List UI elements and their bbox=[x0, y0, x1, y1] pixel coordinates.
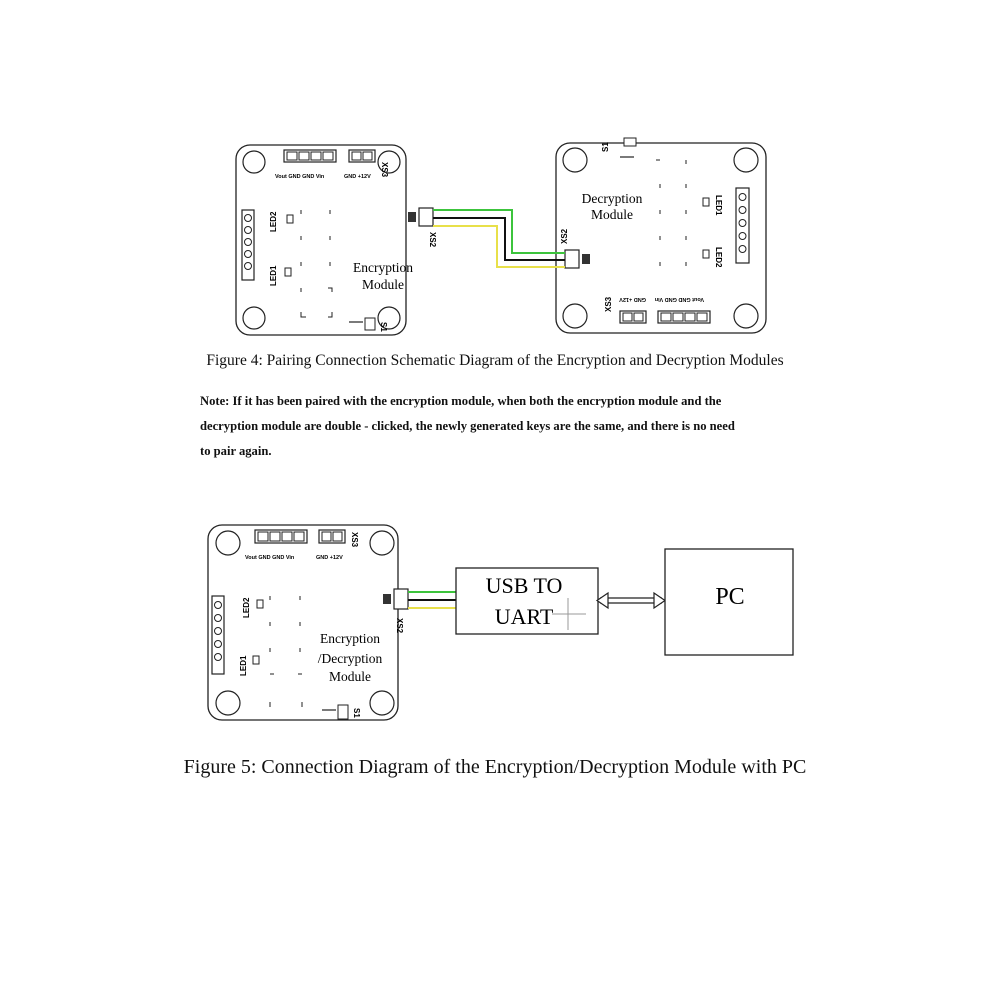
decryption-module-board: S1 Decryption Module LED1 LED2 bbox=[555, 137, 767, 334]
figure4-diagram: XS3 Vout GND GND Vin GND +12V LED2 LED1 bbox=[235, 137, 767, 336]
pairing-wires bbox=[433, 209, 565, 268]
module-name-line1: Encryption bbox=[353, 260, 413, 275]
led2-label: LED2 bbox=[714, 247, 723, 268]
led1-label: LED1 bbox=[239, 655, 248, 676]
double-arrow bbox=[595, 591, 667, 610]
mount-hole bbox=[215, 690, 241, 716]
pin-labels: Vout GND GND Vin bbox=[245, 555, 295, 561]
figure5-caption: Figure 5: Connection Diagram of the Encr… bbox=[183, 756, 807, 778]
mount-hole bbox=[369, 690, 395, 716]
mount-hole bbox=[733, 303, 759, 329]
mount-hole bbox=[377, 150, 401, 174]
pc-label: PC bbox=[715, 584, 744, 610]
chip-outline-marks bbox=[656, 159, 687, 266]
module-name-line1: Encryption bbox=[320, 631, 380, 646]
led1-pad bbox=[284, 267, 292, 277]
pin-labels-right: GND +12V bbox=[316, 555, 343, 561]
led1-pad bbox=[252, 655, 260, 665]
port-label: XS2 bbox=[560, 228, 569, 244]
mount-hole bbox=[377, 306, 401, 330]
module-name-line1: Decryption bbox=[582, 191, 643, 206]
header-label: XS3 bbox=[380, 162, 389, 178]
xs2-port bbox=[408, 207, 434, 227]
header-label: XS3 bbox=[350, 532, 359, 548]
led1-label: LED1 bbox=[269, 265, 278, 286]
led1-pad bbox=[702, 197, 710, 207]
led2-label: LED2 bbox=[269, 211, 278, 232]
pc-box: PC bbox=[664, 548, 794, 656]
figure4-caption: Figure 4: Pairing Connection Schematic D… bbox=[206, 352, 784, 369]
mount-hole bbox=[242, 306, 266, 330]
module-name-line2: Module bbox=[591, 207, 633, 222]
module-board: XS3 Vout GND GND Vin GND +12V LED2 LED1 bbox=[207, 524, 409, 721]
mount-hole bbox=[242, 150, 266, 174]
pin-labels-right: GND +12V bbox=[344, 174, 371, 180]
led2-pad bbox=[702, 249, 710, 259]
mount-hole bbox=[562, 303, 588, 329]
switch-label: S1 bbox=[379, 322, 388, 332]
side-connector bbox=[735, 187, 750, 264]
mount-hole bbox=[733, 147, 759, 173]
led2-label: LED2 bbox=[242, 597, 251, 618]
note-line: decryption module are double - clicked, … bbox=[200, 419, 735, 433]
module-name-line2: /Decryption bbox=[318, 651, 383, 666]
encryption-module-board: XS3 Vout GND GND Vin GND +12V LED2 LED1 bbox=[235, 144, 437, 336]
wire-yellow bbox=[433, 225, 565, 268]
pin-labels-right: GND +12V bbox=[619, 296, 646, 302]
switch bbox=[620, 137, 637, 158]
led1-label: LED1 bbox=[714, 195, 723, 216]
header-label: XS3 bbox=[604, 296, 613, 312]
wire-green bbox=[433, 209, 565, 254]
pin-header bbox=[283, 149, 376, 163]
switch bbox=[322, 704, 349, 720]
side-connector bbox=[211, 595, 225, 675]
pin-header bbox=[619, 310, 711, 324]
switch bbox=[349, 317, 376, 331]
mount-hole bbox=[562, 147, 588, 173]
switch-label: S1 bbox=[601, 142, 610, 152]
usb-to-uart-box: USB TO UART bbox=[455, 567, 599, 635]
xs2-port bbox=[383, 588, 409, 610]
pin-labels: Vout GND GND Vin bbox=[654, 296, 704, 302]
uart-wires bbox=[408, 591, 456, 609]
pin-labels: Vout GND GND Vin bbox=[275, 174, 325, 180]
usb-box-line1: USB TO bbox=[486, 573, 563, 598]
chip-outline-marks bbox=[269, 596, 303, 707]
led2-pad bbox=[286, 214, 294, 224]
wire-black bbox=[433, 217, 565, 261]
note-line: to pair again. bbox=[200, 444, 272, 458]
mount-hole bbox=[369, 530, 395, 556]
module-name-line3: Module bbox=[329, 669, 371, 684]
module-name-line2: Module bbox=[362, 277, 404, 292]
port-label: XS2 bbox=[428, 232, 437, 248]
pairing-note: Note: If it has been paired with the enc… bbox=[200, 389, 850, 464]
figure5-diagram: XS3 Vout GND GND Vin GND +12V LED2 LED1 bbox=[207, 524, 794, 721]
side-connector bbox=[241, 209, 255, 281]
switch-label: S1 bbox=[352, 708, 361, 718]
port-label: XS2 bbox=[395, 618, 404, 634]
led2-pad bbox=[256, 599, 264, 609]
mount-hole bbox=[215, 530, 241, 556]
note-line: Note: If it has been paired with the enc… bbox=[200, 394, 722, 408]
usb-box-line2: UART bbox=[495, 604, 554, 629]
chip-outline-marks bbox=[300, 210, 333, 318]
pin-header bbox=[254, 529, 346, 544]
